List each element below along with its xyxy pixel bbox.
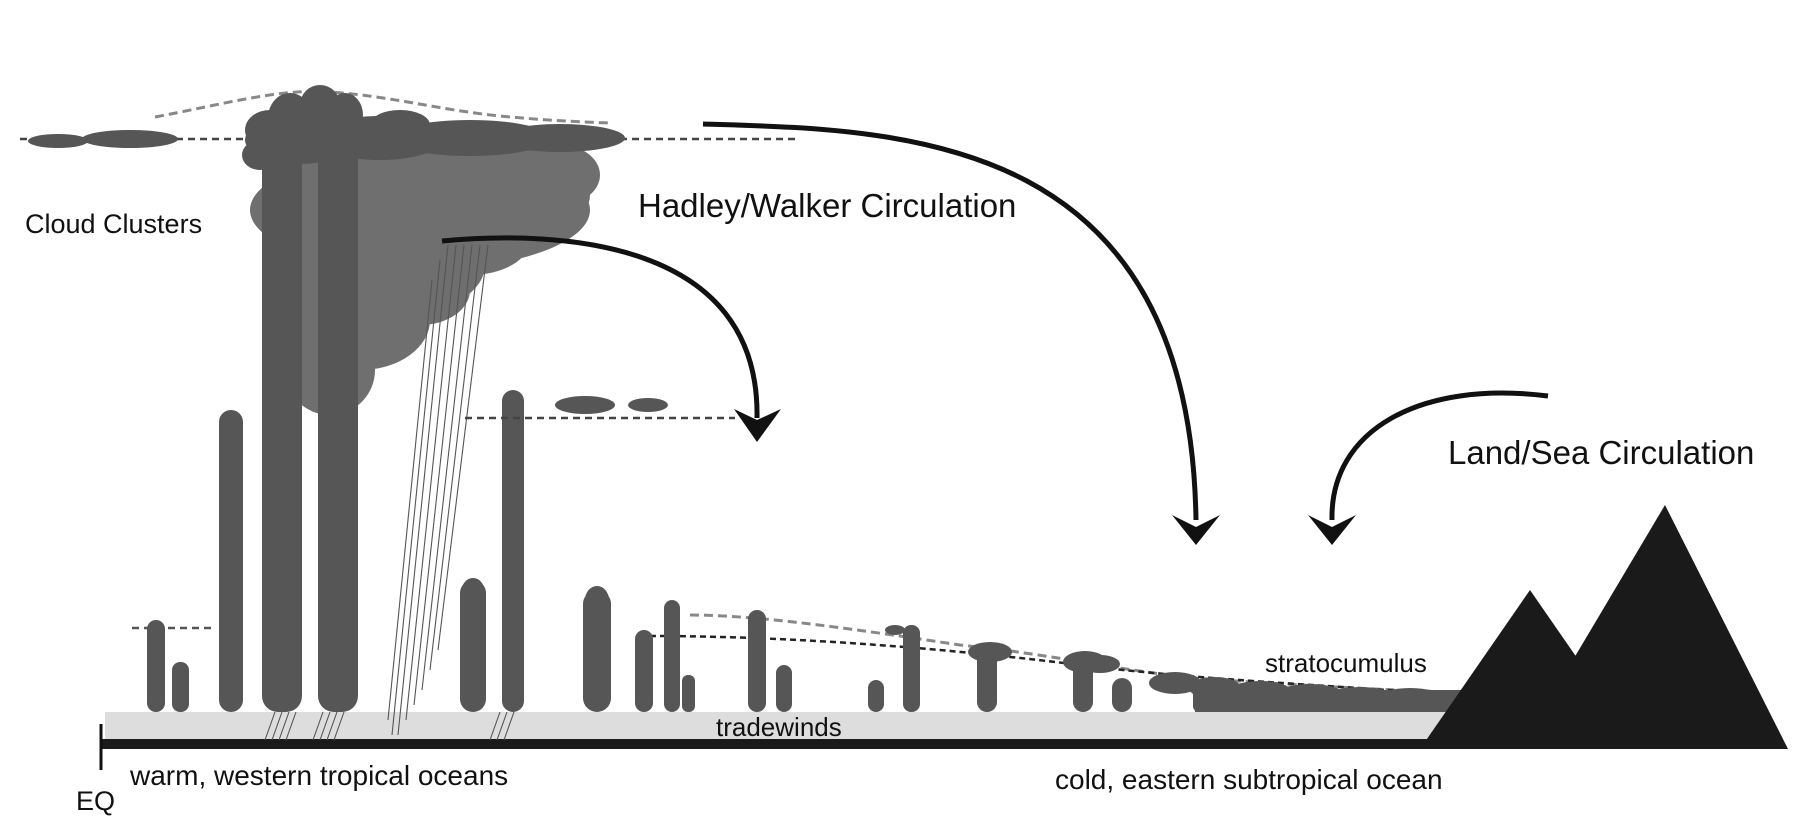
deep-convective-towers <box>219 130 611 712</box>
mountain-icon <box>1520 505 1788 749</box>
stratocumulus-label: stratocumulus <box>1265 648 1427 678</box>
rain-streaks <box>264 244 515 741</box>
curved-arrow-icon <box>702 121 1199 521</box>
inversion-dashed-upper <box>689 613 1451 694</box>
hadley-walker-arrow <box>702 121 1220 545</box>
cirrus-wisps <box>28 130 178 148</box>
shallow-cumulus-left <box>147 620 189 712</box>
warm-ocean-label: warm, western tropical oceans <box>129 760 508 791</box>
hadley-walker-label: Hadley/Walker Circulation <box>638 187 1016 224</box>
tradewinds-label: tradewinds <box>716 712 842 742</box>
stratocumulus-deck <box>1149 672 1465 712</box>
curved-arrow-icon <box>1329 390 1549 521</box>
cloud-cluster-anvil-top <box>242 85 625 170</box>
mid-level-clouds <box>555 396 668 414</box>
cloud-clusters-label: Cloud Clusters <box>25 209 202 239</box>
arrowhead-icon <box>1172 515 1220 545</box>
local-circulation-arrow <box>441 235 781 442</box>
ocean-surface <box>100 739 1780 749</box>
arrowhead-icon <box>734 409 781 442</box>
stratiform-anvil <box>250 125 600 415</box>
equator-label: EQ <box>76 786 115 816</box>
tropopause-dashed-upper <box>154 89 611 125</box>
cold-ocean-label: cold, eastern subtropical ocean <box>1055 764 1443 795</box>
land-sea-label: Land/Sea Circulation <box>1448 434 1754 471</box>
land-sea-arrow <box>1308 390 1549 545</box>
curved-arrow-icon <box>441 235 760 419</box>
trade-cumulus <box>635 600 1132 712</box>
arrowhead-icon <box>1308 515 1356 545</box>
